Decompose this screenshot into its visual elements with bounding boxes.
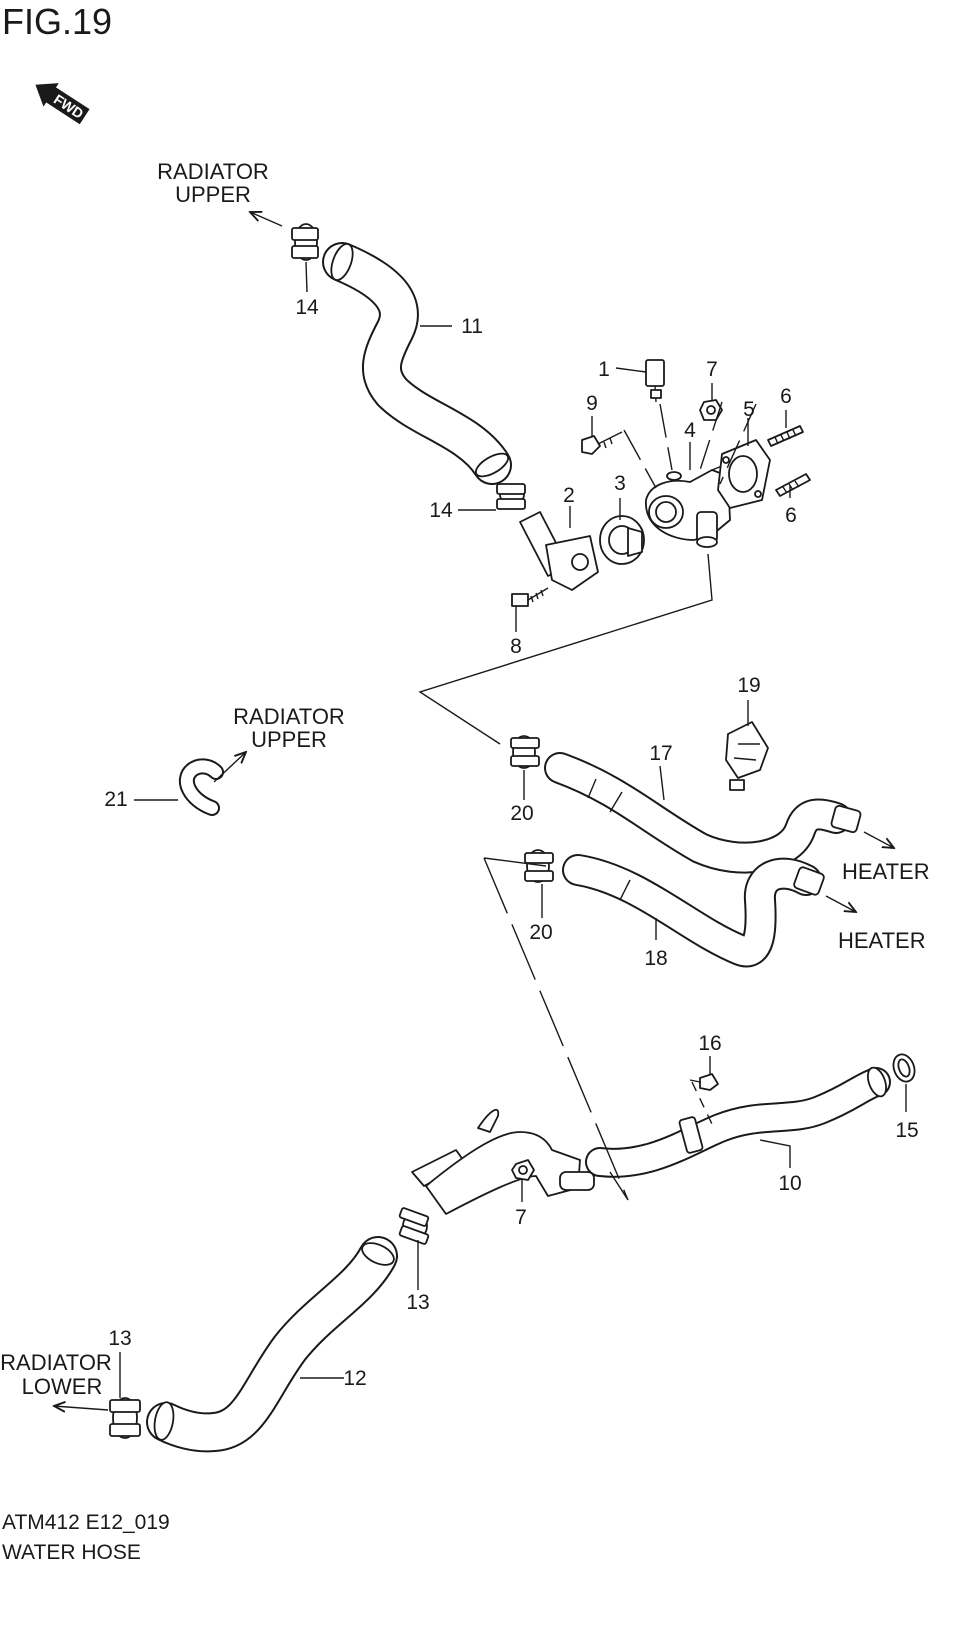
water-pipe-10 <box>585 1066 891 1178</box>
hose-12 <box>146 1236 398 1453</box>
callout-2: 2 <box>563 484 575 507</box>
callout-8: 8 <box>510 635 522 658</box>
callout-12: 12 <box>343 1367 366 1390</box>
callout-20: 20 <box>510 802 533 825</box>
hose-17 <box>544 752 862 874</box>
figure-name: WATER HOSE <box>2 1541 141 1564</box>
fwd-arrow-icon: FWD <box>35 83 90 125</box>
clamp-14-upper <box>291 223 319 261</box>
clamp-19 <box>725 721 769 791</box>
callout-7: 7 <box>515 1206 527 1229</box>
bolt-9 <box>581 431 623 455</box>
callout-3: 3 <box>614 472 626 495</box>
callout-1: 1 <box>598 358 610 381</box>
callout-15: 15 <box>895 1119 918 1142</box>
dest-heater-2: HEATER <box>838 928 926 953</box>
callout-6: 6 <box>785 504 797 527</box>
stud-bolt-6-lower <box>775 473 811 497</box>
nut-7-upper <box>699 399 723 421</box>
clamp-14-lower <box>496 483 526 510</box>
callout-5: 5 <box>743 398 755 421</box>
callout-7: 7 <box>706 358 718 381</box>
clamp-13-upper <box>398 1207 430 1245</box>
dest-radiator-upper-top-line2: UPPER <box>175 182 251 207</box>
dest-radiator-upper-top-line1: RADIATOR <box>157 159 269 184</box>
callout-10: 10 <box>778 1172 801 1195</box>
callout-13: 13 <box>108 1327 131 1350</box>
clamp-20-upper <box>510 735 540 769</box>
hose-18 <box>562 854 825 968</box>
callout-20: 20 <box>529 921 552 944</box>
callout-4: 4 <box>684 419 696 442</box>
water-inlet-pipe-2 <box>519 511 599 591</box>
sensor-1 <box>645 359 665 403</box>
dest-radiator-lower-line1: RADIATOR <box>0 1350 112 1375</box>
dest-heater-1: HEATER <box>842 859 930 884</box>
dest-radiator-lower-line2: LOWER <box>22 1374 103 1399</box>
hose-11 <box>322 242 512 485</box>
thermostat-case-4 <box>645 465 731 548</box>
figure-title: FIG.19 <box>2 1 112 42</box>
outlet-housing-10 <box>411 1108 595 1215</box>
callout-9: 9 <box>586 392 598 415</box>
bolt-16 <box>689 1073 719 1091</box>
figure-code: ATM412 E12_019 <box>2 1511 170 1534</box>
callout-6: 6 <box>780 385 792 408</box>
clamp-13-lower <box>109 1397 141 1439</box>
small-hose-21 <box>178 758 224 816</box>
stud-bolt-6-upper <box>767 425 804 447</box>
callout-21: 21 <box>104 788 127 811</box>
o-ring-15 <box>892 1053 916 1083</box>
callout-17: 17 <box>649 742 672 765</box>
leader-lines <box>119 261 907 1398</box>
callout-16: 16 <box>698 1032 721 1055</box>
dest-radiator-upper-mid-line1: RADIATOR <box>233 704 345 729</box>
clamp-20-lower <box>524 849 554 883</box>
callout-13: 13 <box>406 1291 429 1314</box>
callout-18: 18 <box>644 947 667 970</box>
gasket-5 <box>717 439 771 509</box>
callout-11: 11 <box>461 315 483 338</box>
callout-14: 14 <box>295 296 319 319</box>
thermostat-3 <box>599 515 645 565</box>
dest-radiator-upper-mid-line2: UPPER <box>251 727 327 752</box>
callout-19: 19 <box>737 674 760 697</box>
bolt-8 <box>511 587 549 607</box>
callout-14: 14 <box>429 499 453 522</box>
